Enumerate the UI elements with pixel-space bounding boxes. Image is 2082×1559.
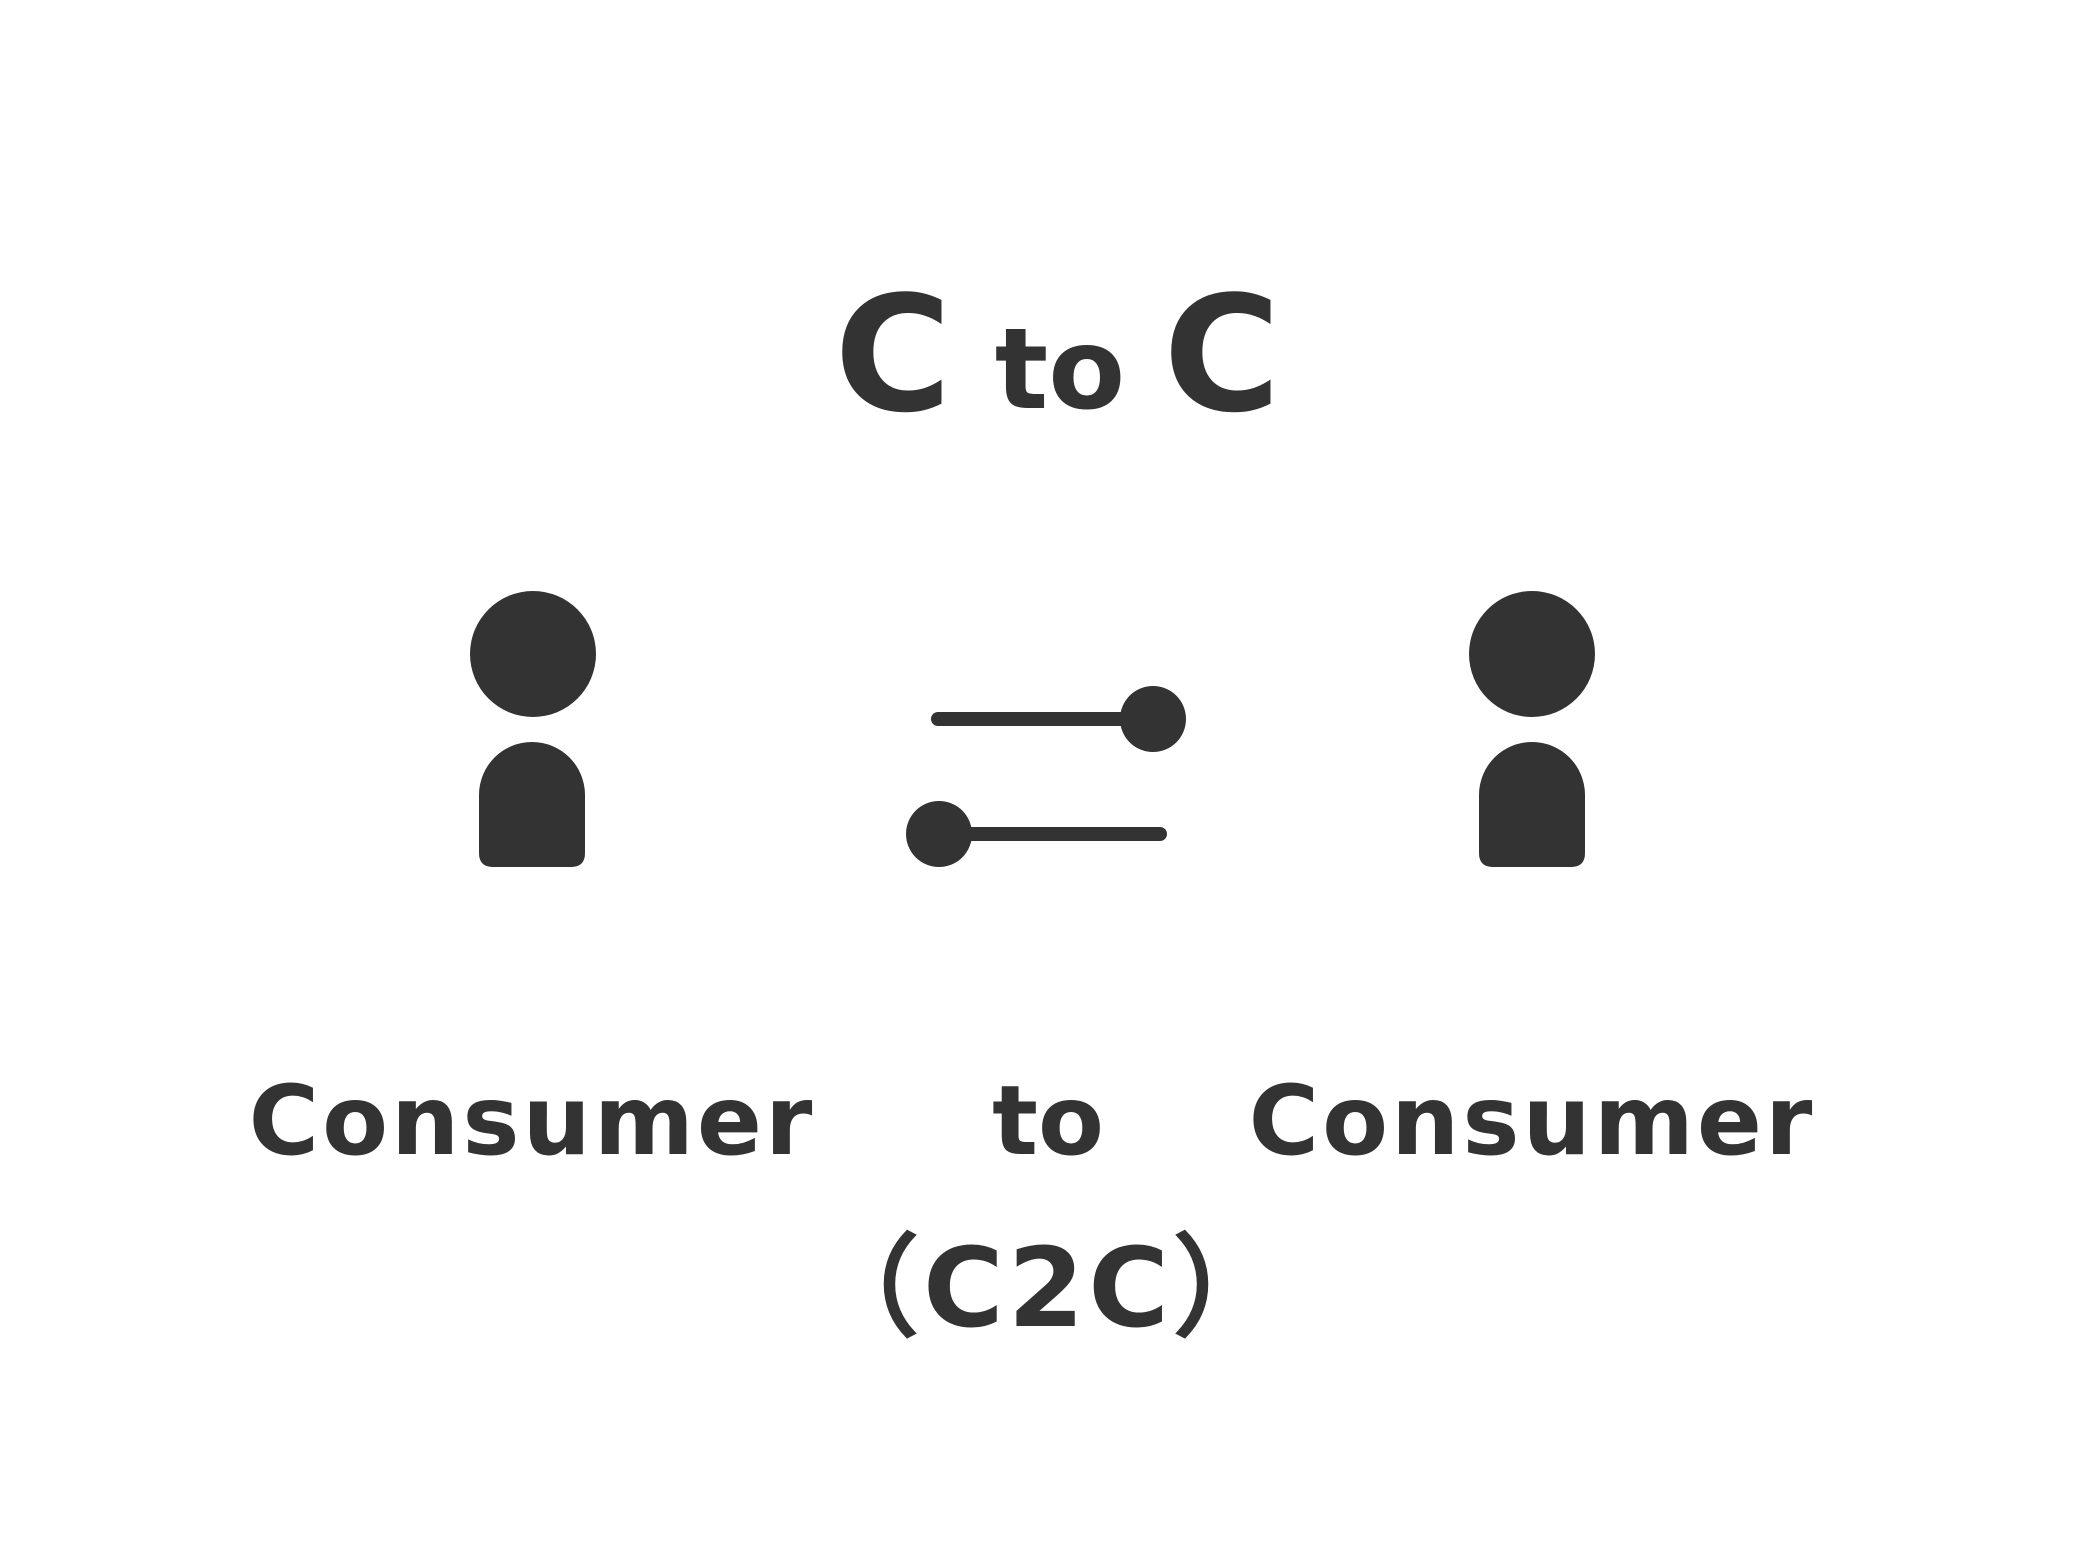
title-to: to [995,305,1125,435]
right-person-head [1469,591,1595,717]
right-person-body [1479,742,1585,867]
page-title: C to C [834,261,1280,448]
right-consumer-label: Consumer [1249,1065,1816,1177]
exchange-bottom-end [906,801,972,867]
left-person-head [470,591,596,717]
consumer-labels: Consumer to Consumer [249,1065,1816,1177]
left-consumer-label: Consumer [249,1065,816,1177]
middle-to-label: to [992,1065,1104,1177]
title-left-c: C [834,261,951,448]
c2c-abbreviation: （C2C） [809,1224,1287,1352]
left-person-icon [470,591,596,867]
right-person-icon [1469,591,1595,867]
exchange-top-end [1120,686,1186,752]
left-person-body [479,742,585,867]
title-right-c: C [1163,261,1280,448]
exchange-arrows-icon [906,686,1186,867]
